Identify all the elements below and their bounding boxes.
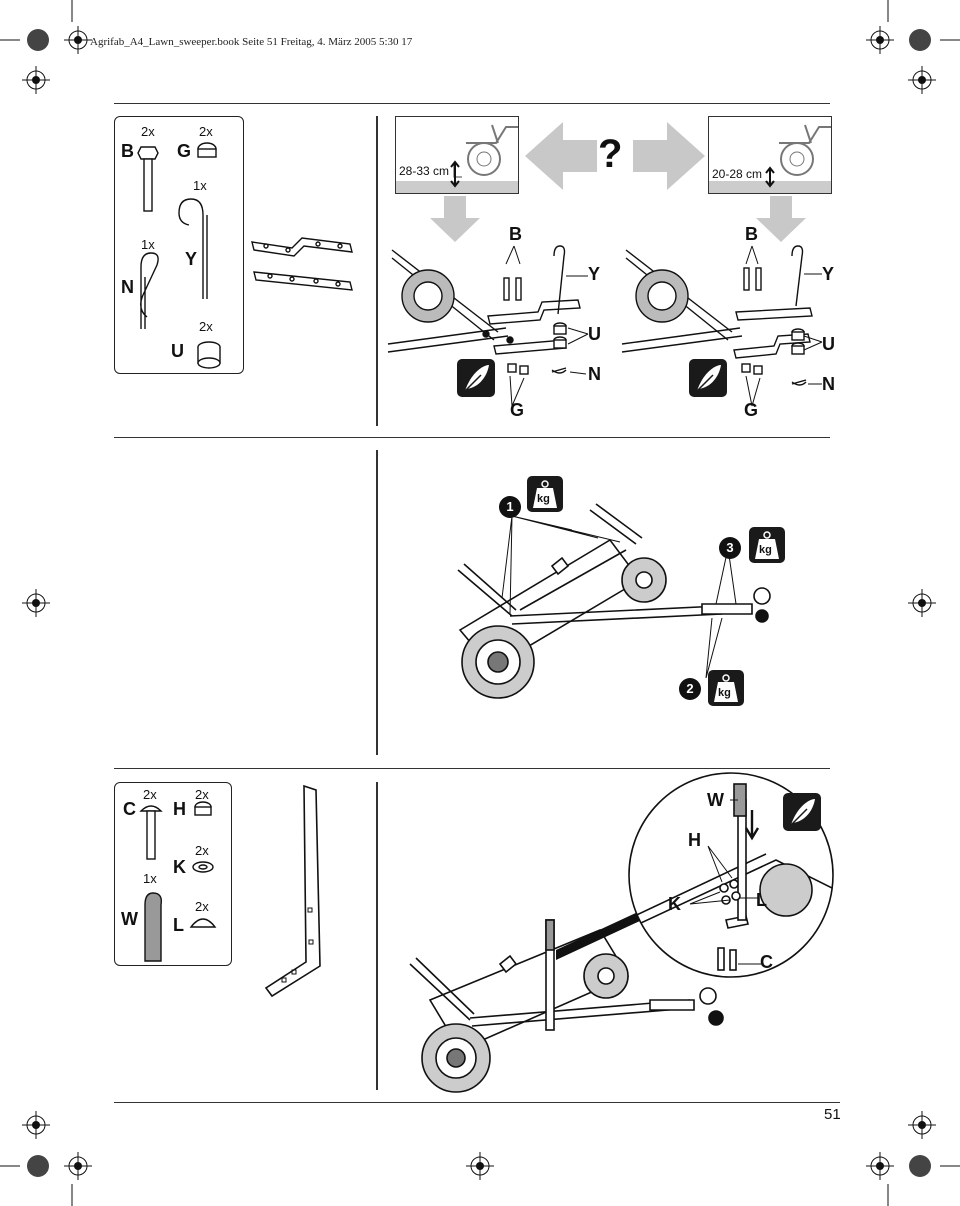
file-slug: Agrifab_A4_Lawn_sweeper.book Seite 51 Fr… — [90, 36, 413, 48]
weight-badge-3: kg — [749, 527, 785, 563]
part-label-c: C — [123, 799, 136, 819]
height-high-label: 28-33 cm — [399, 164, 450, 178]
feather-icon-detail — [783, 793, 821, 831]
part-qty-k: 2x — [195, 843, 209, 858]
height-low-label: 20-28 cm — [712, 167, 763, 181]
height-diagram-low: 20-28 cm — [708, 116, 832, 194]
weight-unit-1: kg — [537, 493, 550, 505]
weight-unit-3: kg — [759, 544, 772, 556]
parts-box-1: B 2x G 2x Y 1x N 1x U 2x — [114, 116, 244, 374]
bracket-plate — [264, 784, 321, 998]
label-l-detail: L — [756, 890, 767, 910]
question-mark: ? — [598, 132, 623, 176]
sweeper-handle-illustration — [409, 912, 724, 1093]
sweeper-torque-illustration — [457, 503, 771, 699]
step-number-2: 2 — [679, 678, 701, 700]
weight-icon-2 — [714, 674, 738, 702]
part-label-b: B — [121, 141, 134, 161]
weight-unit-2: kg — [718, 687, 731, 699]
feather-glyph-detail — [788, 799, 815, 828]
section2-bottom-rule — [114, 768, 830, 769]
part-qty-u: 2x — [199, 319, 213, 334]
parts-box-2-drawings — [139, 801, 217, 962]
part-qty-n: 1x — [141, 237, 155, 252]
section1-divider — [376, 116, 378, 426]
part-label-k: K — [173, 857, 186, 877]
parts-box-2: C 2x H 2x K 2x W 1x L 2x — [114, 782, 232, 966]
label-y-left: Y — [588, 264, 601, 284]
part-label-g: G — [177, 141, 192, 161]
mounting-plates — [251, 237, 353, 291]
label-y-right: Y — [822, 264, 835, 284]
section3-divider — [376, 782, 378, 1090]
label-h-detail: H — [688, 830, 701, 850]
label-w-detail: W — [707, 790, 724, 810]
part-qty-g: 2x — [199, 124, 213, 139]
weight-badge-2: kg — [708, 670, 744, 706]
label-b-left: B — [509, 224, 522, 244]
choice-arrows — [525, 122, 705, 190]
feather-icon-right — [689, 359, 727, 397]
part-label-w: W — [121, 909, 138, 929]
hitch-assembly-high — [387, 245, 589, 407]
weight-icon-1 — [533, 480, 557, 508]
part-label-l: L — [173, 915, 184, 935]
height-arrow-low — [765, 166, 775, 188]
step-number-3: 3 — [719, 537, 741, 559]
top-rule — [114, 103, 830, 104]
hitch-assembly-low — [621, 245, 823, 407]
tractor-rear-high — [396, 124, 518, 193]
height-diagram-high: 28-33 cm — [395, 116, 519, 194]
label-b-right: B — [745, 224, 758, 244]
part-label-n: N — [121, 277, 134, 297]
label-n-right: N — [822, 374, 835, 394]
label-u-left: U — [588, 324, 601, 344]
part-qty-y: 1x — [193, 178, 207, 193]
feather-icon-left — [457, 359, 495, 397]
handle-detail-circle — [628, 772, 834, 978]
label-u-right: U — [822, 334, 835, 354]
feather-glyph-left — [462, 365, 489, 394]
part-label-u: U — [171, 341, 184, 361]
part-label-h: H — [173, 799, 186, 819]
label-g-right: G — [744, 400, 759, 420]
part-qty-b: 2x — [141, 124, 155, 139]
part-qty-l: 2x — [195, 899, 209, 914]
section1-bottom-rule — [114, 437, 830, 438]
footer-rule — [114, 1102, 840, 1103]
label-n-left: N — [588, 364, 601, 384]
weight-badge-1: kg — [527, 476, 563, 512]
weight-icon-3 — [755, 531, 779, 559]
part-label-y: Y — [185, 249, 198, 269]
step-number-1: 1 — [499, 496, 521, 518]
part-qty-w: 1x — [143, 871, 157, 886]
label-c-detail: C — [760, 952, 773, 972]
height-arrow-high — [450, 160, 460, 188]
part-qty-c: 2x — [143, 787, 157, 802]
part-qty-h: 2x — [195, 787, 209, 802]
section2-divider — [376, 450, 378, 755]
down-arrow-left — [430, 196, 480, 242]
page-number: 51 — [824, 1106, 841, 1123]
label-k-detail: K — [668, 894, 681, 914]
parts-box-1-drawings — [137, 142, 221, 369]
label-g-left: G — [510, 400, 525, 420]
feather-glyph-right — [694, 365, 721, 394]
down-arrow-right — [756, 196, 806, 242]
